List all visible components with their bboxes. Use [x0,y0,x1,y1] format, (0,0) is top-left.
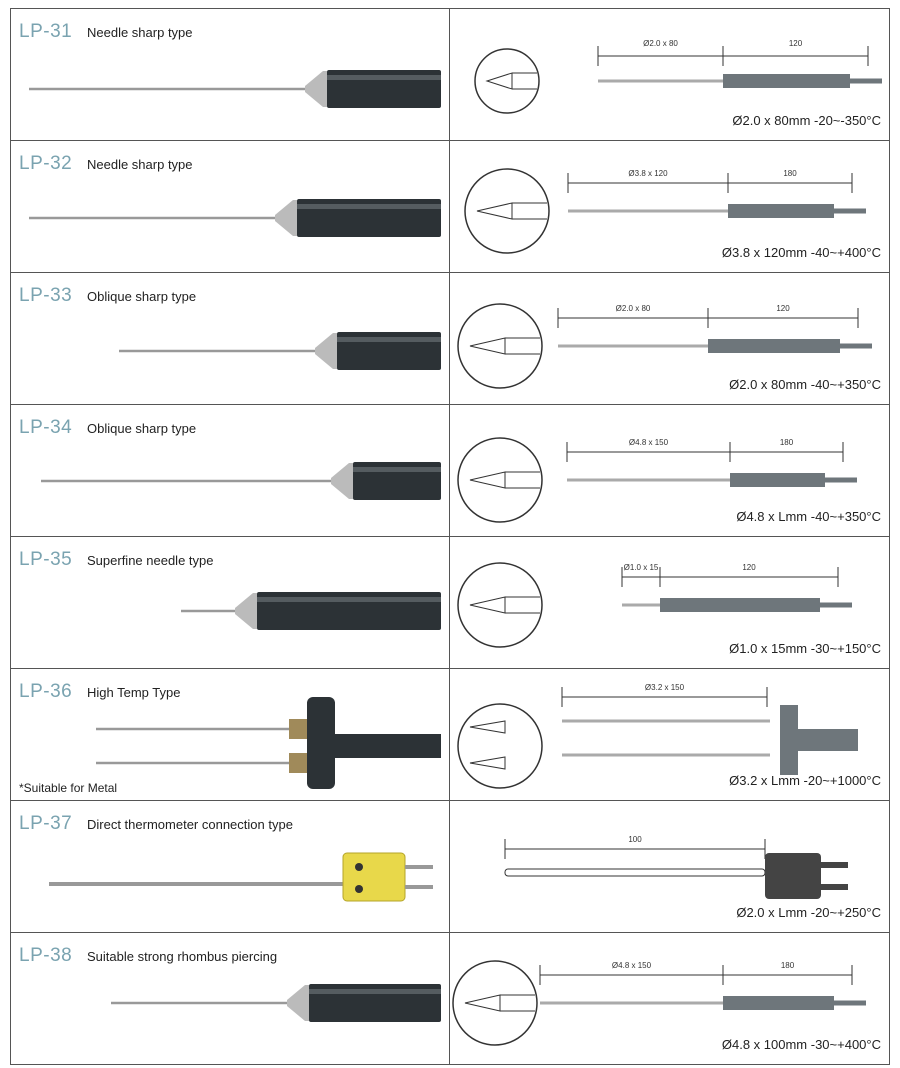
product-name: Superfine needle type [87,553,214,568]
tip-detail-circle [457,562,543,648]
product-photo-cell: LP-33 Oblique sharp type [11,273,450,404]
probe-drawing [540,996,866,1010]
probe-drawing [598,74,882,88]
probe-drawing [562,705,858,775]
dimension-label: Ø3.8 x 120 [628,169,668,178]
dimension-label: 120 [788,39,803,48]
product-diagram-cell: Ø3.8 x 120 180 Ø3.8 x 120mm -40~+400°C [450,141,889,272]
product-code: LP-36 [19,681,73,702]
product-table: LP-31 Needle sharp type Ø2.0 x 80 120 Ø2.… [10,8,890,1065]
product-row: LP-31 Needle sharp type Ø2.0 x 80 120 Ø2.… [11,9,889,141]
product-name: Needle sharp type [87,157,193,172]
tip-detail-circle [452,960,538,1046]
product-code: LP-35 [19,549,73,570]
product-diagram-cell: 100 Ø2.0 x Lmm -20~+250°C [450,801,889,932]
product-photo-cell: LP-32 Needle sharp type [11,141,450,272]
product-code: LP-33 [19,285,73,306]
product-photo-cell: LP-35 Superfine needle type [11,537,450,668]
product-diagram-cell: Ø2.0 x 80 120 Ø2.0 x 80mm -40~+350°C [450,273,889,404]
dimension-lines [621,567,839,587]
dimension-label: Ø4.8 x 150 [628,438,669,447]
product-diagram-cell: Ø2.0 x 80 120 Ø2.0 x 80mm -20~-350°C [450,9,889,140]
tip-detail-circle [457,303,543,389]
dimension-label: Ø3.2 x 150 [644,683,685,692]
product-code: LP-34 [19,417,73,438]
dimension-lines [561,687,768,707]
product-spec: Ø3.8 x 120mm -40~+400°C [721,245,881,260]
product-row: LP-32 Needle sharp type Ø3.8 x 120 180 Ø3… [11,141,889,273]
probe-drawing [568,204,866,218]
dimension-lines [567,173,853,193]
product-spec: Ø2.0 x 80mm -20~-350°C [732,113,881,128]
probe-drawing [558,339,872,353]
product-note: *Suitable for Metal [19,781,118,795]
probe-image [96,697,441,789]
probe-image [181,592,441,630]
product-name: Direct thermometer connection type [87,817,293,832]
probe-drawing [504,853,848,899]
product-diagram-cell: Ø3.2 x 150 Ø3.2 x Lmm -20~+1000°C [450,669,889,800]
product-spec: Ø4.8 x Lmm -40~+350°C [736,509,881,524]
product-row: LP-38 Suitable strong rhombus piercing Ø… [11,933,889,1064]
dimension-label: 180 [779,438,794,447]
product-photo-cell: LP-38 Suitable strong rhombus piercing [11,933,450,1064]
product-diagram-cell: Ø1.0 x 15 120 Ø1.0 x 15mm -30~+150°C [450,537,889,668]
product-name: Suitable strong rhombus piercing [87,949,278,964]
product-code: LP-31 [19,21,73,42]
dimension-label: 180 [783,169,797,178]
dimension-lines [566,442,844,462]
product-row: LP-33 Oblique sharp type Ø2.0 x 80 120 Ø2… [11,273,889,405]
probe-image [119,332,441,370]
product-spec: Ø4.8 x 100mm -30~+400°C [721,1037,881,1052]
product-name: Oblique sharp type [87,421,197,436]
product-photo-cell: LP-36 High Temp Type *Suitable for Metal [11,669,450,800]
probe-image [111,984,441,1022]
product-name: High Temp Type [87,685,181,700]
product-code: LP-38 [19,945,73,966]
product-spec: Ø1.0 x 15mm -30~+150°C [729,641,881,656]
dimension-label: 100 [628,835,642,844]
product-photo-cell: LP-37 Direct thermometer connection type [11,801,450,932]
product-code: LP-32 [19,153,73,174]
product-spec: Ø3.2 x Lmm -20~+1000°C [729,773,881,788]
dimension-lines [597,46,869,66]
product-row: LP-35 Superfine needle type Ø1.0 x 15 120… [11,537,889,669]
dimension-label: Ø2.0 x 80 [643,39,678,48]
product-spec: Ø2.0 x Lmm -20~+250°C [736,905,881,920]
tip-detail-circle [457,703,543,789]
probe-image [29,199,441,237]
product-row: LP-36 High Temp Type *Suitable for Metal… [11,669,889,801]
tip-detail-circle [474,48,540,114]
tip-detail-circle [464,168,550,254]
product-diagram-cell: Ø4.8 x 150 180 Ø4.8 x 100mm -30~+400°C [450,933,889,1064]
product-photo-cell: LP-31 Needle sharp type [11,9,450,140]
probe-image [29,70,441,108]
tip-detail-circle [457,437,543,523]
dimension-label: Ø1.0 x 15 [623,563,659,572]
dimension-label: 120 [742,563,756,572]
probe-drawing [622,598,852,612]
dimension-label: Ø2.0 x 80 [615,304,651,313]
product-spec: Ø2.0 x 80mm -40~+350°C [729,377,881,392]
dimension-lines [504,839,766,859]
product-name: Needle sharp type [87,25,193,40]
dimension-label: Ø4.8 x 150 [611,961,652,970]
dimension-label: 180 [780,961,795,970]
dimension-label: 120 [776,304,790,313]
product-diagram-cell: Ø4.8 x 150 180 Ø4.8 x Lmm -40~+350°C [450,405,889,536]
product-photo-cell: LP-34 Oblique sharp type [11,405,450,536]
product-row: LP-34 Oblique sharp type Ø4.8 x 150 180 Ø… [11,405,889,537]
product-name: Oblique sharp type [87,289,197,304]
probe-drawing [567,473,857,487]
product-code: LP-37 [19,813,73,834]
probe-image [49,852,433,902]
probe-image [41,462,441,500]
dimension-lines [539,965,853,985]
product-row: LP-37 Direct thermometer connection type… [11,801,889,933]
dimension-lines [557,308,859,328]
